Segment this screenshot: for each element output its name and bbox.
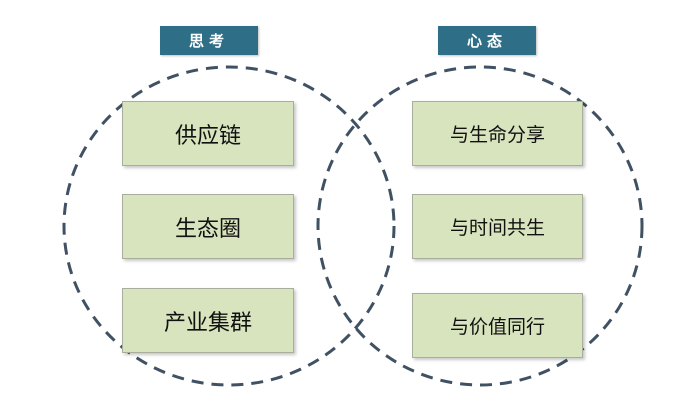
right-item-walk-with-value: 与价值同行	[412, 293, 583, 358]
left-item-supply-chain: 供应链	[122, 101, 294, 166]
left-item-ecosystem: 生态圈	[122, 194, 294, 259]
left-group-header: 思考	[160, 26, 258, 55]
left-item-industry-cluster: 产业集群	[122, 288, 294, 353]
right-item-coexist-with-time: 与时间共生	[412, 194, 583, 259]
right-group-header: 心态	[438, 26, 536, 55]
right-item-share-with-life: 与生命分享	[412, 101, 583, 166]
